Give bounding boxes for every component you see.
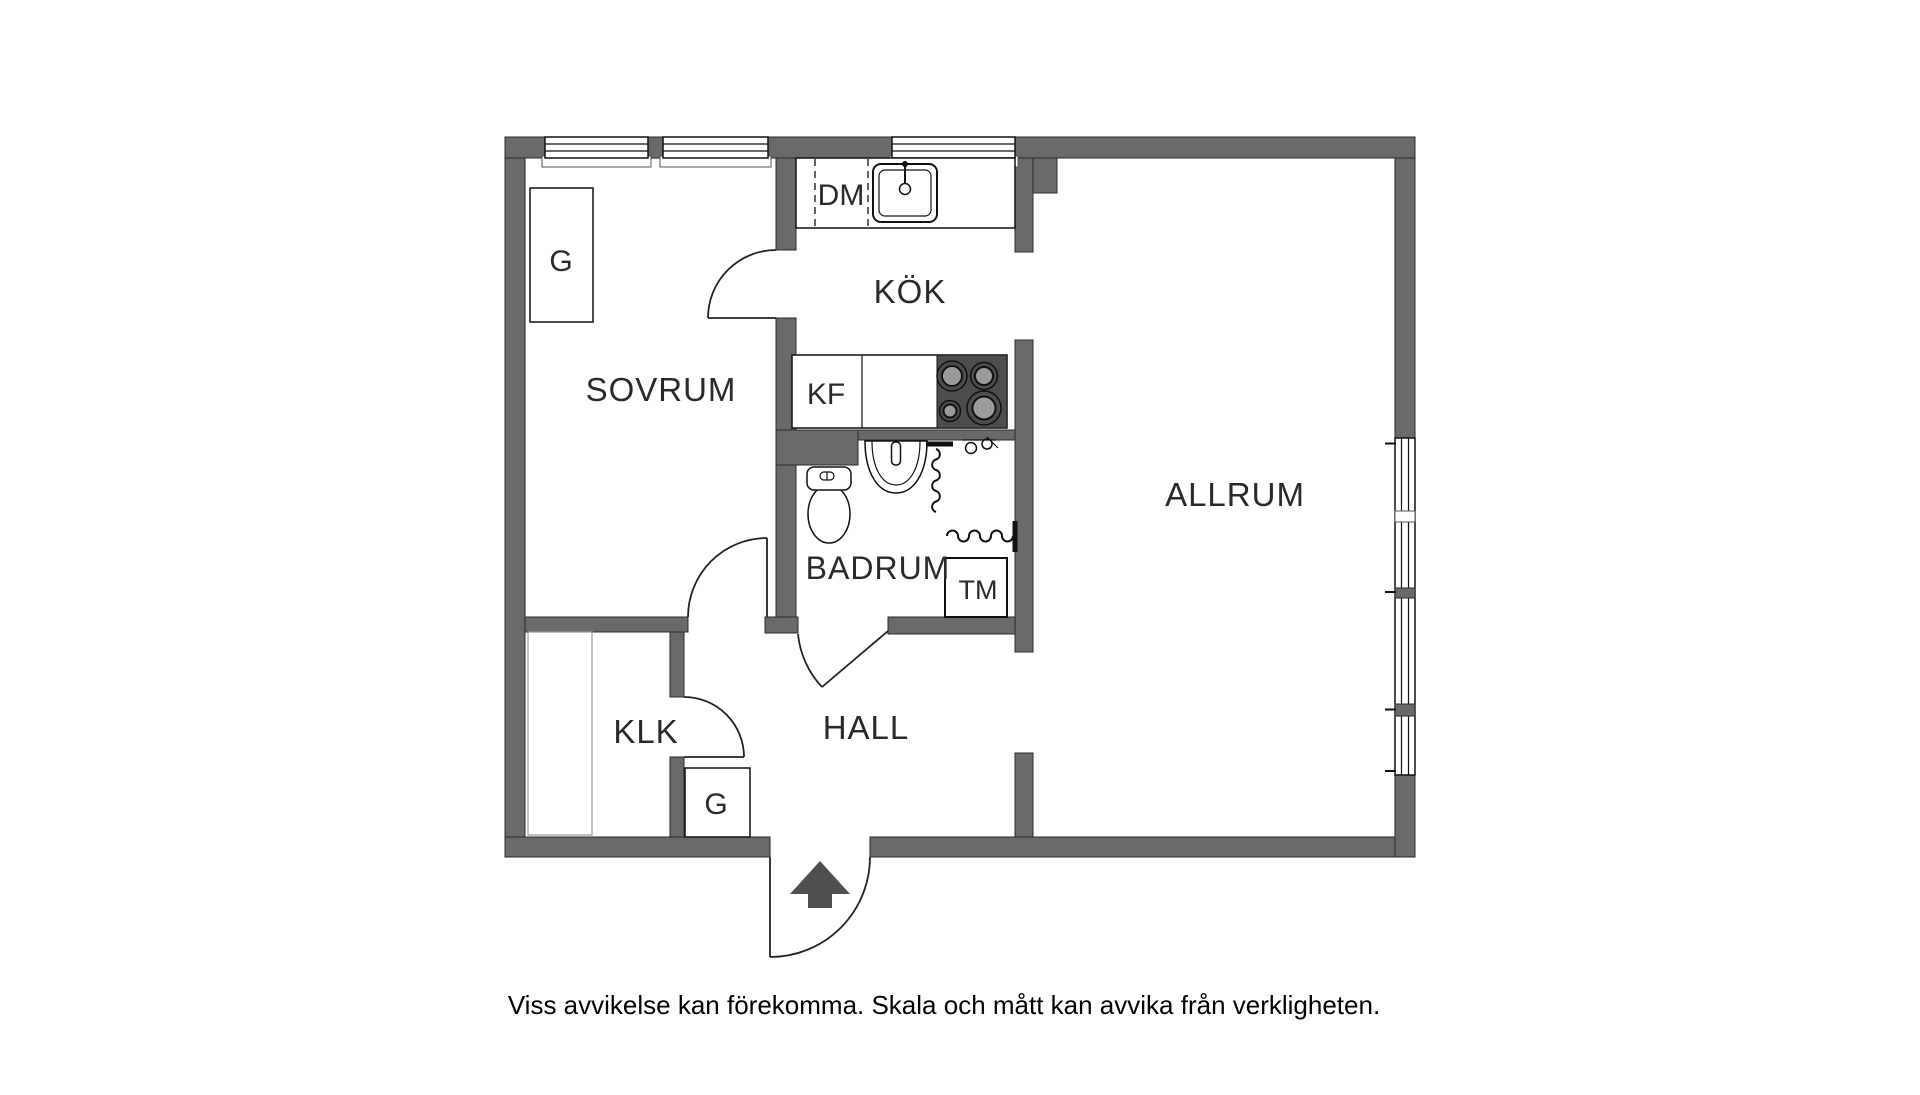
wall-badrum-foot	[764, 616, 799, 634]
window-mullion	[1394, 510, 1416, 523]
bedroom-door	[687, 537, 768, 618]
wall-badrum-bottom	[887, 616, 1016, 635]
doors	[683, 249, 889, 958]
labels: SOVRUM KÖK ALLRUM BADRUM HALL KLK G G DM…	[549, 179, 1305, 821]
window-frame	[544, 136, 649, 159]
window-frame	[662, 136, 769, 159]
door-arc	[797, 633, 823, 688]
kitchen-door	[707, 249, 777, 319]
entrance-arrow-icon	[790, 861, 850, 908]
wall-sovrum-klk	[524, 616, 689, 633]
shower-curtain-vertical	[931, 448, 941, 513]
wall-bottom-right	[869, 836, 1416, 858]
bathroom-sink-icon	[864, 440, 928, 494]
entrance-door	[769, 856, 871, 958]
bedroom-wardrobe-box	[529, 187, 594, 323]
room-label-bedroom: SOVRUM	[586, 371, 737, 408]
burner	[969, 361, 999, 391]
toilet-bowl	[807, 484, 851, 544]
walls	[504, 136, 1416, 858]
burner	[938, 399, 962, 423]
hall-wardrobe-box	[684, 767, 751, 838]
room-label-hall: HALL	[823, 709, 910, 746]
kitchen-counter-lower	[791, 354, 1008, 429]
arrow-stem	[808, 894, 832, 908]
room-label-livingroom: ALLRUM	[1165, 476, 1305, 513]
door-arc	[707, 249, 777, 319]
wall-allrum-low	[1014, 752, 1034, 838]
basin-inner	[871, 440, 921, 486]
fixture-label-bedroom-wardrobe: G	[549, 245, 572, 278]
wall-bottom-left	[504, 836, 771, 858]
door-arc	[683, 696, 745, 758]
sink-tap-dot	[902, 161, 908, 167]
fixture-label-hall-wardrobe: G	[704, 788, 727, 821]
toilet-icon	[806, 466, 852, 544]
shower-icon	[926, 436, 1018, 552]
wall-klk-hall-lower	[669, 756, 685, 838]
basin-tap	[890, 441, 902, 466]
burner	[966, 390, 1002, 426]
wall-kok-allrum-step	[1032, 157, 1058, 194]
window-mullion	[1394, 587, 1416, 599]
kitchen-counter-top	[795, 157, 1016, 229]
shower-curtain-horizontal	[946, 529, 1014, 543]
bathroom-fixtures	[806, 436, 1018, 618]
door-arc	[769, 856, 871, 958]
room-label-klk: KLK	[613, 713, 678, 750]
wall-right-top	[1394, 157, 1416, 439]
room-label-kitchen: KÖK	[874, 273, 947, 310]
shower-mixer-icon	[962, 436, 999, 455]
disclaimer-text: Viss avvikelse kan förekomma. Skala och …	[508, 990, 1380, 1020]
burner	[936, 360, 968, 392]
window-bedroom-1	[541, 136, 652, 168]
kitchen-sink-icon	[872, 161, 938, 223]
wall-sovrum-kok-upper	[775, 157, 797, 251]
fixture-label-fridge: KF	[807, 378, 845, 411]
washing-machine-box	[944, 557, 1008, 618]
stove-icon	[936, 354, 1008, 429]
arrow-head	[790, 861, 850, 894]
door-leaf	[821, 630, 889, 688]
fixtures	[527, 157, 1018, 838]
sink-drain	[898, 182, 912, 196]
bathroom-door	[797, 630, 889, 688]
klk-wardrobe-box	[527, 631, 593, 836]
wall-top-a	[504, 136, 546, 159]
wall-left	[504, 136, 526, 858]
klk-door	[683, 696, 745, 758]
wall-right-bottom	[1394, 774, 1416, 858]
wall-klk-hall-upper	[669, 631, 685, 698]
window-bedroom-2	[659, 136, 772, 168]
wall-top-pier	[647, 136, 664, 159]
fixture-label-washing-machine: TM	[959, 575, 998, 605]
wall-kok-allrum-stub	[1014, 157, 1034, 253]
fixture-label-dishwasher: DM	[818, 179, 865, 212]
wall-top-b	[767, 136, 893, 159]
door-arc	[687, 537, 768, 618]
window-frame	[891, 136, 1016, 159]
wall-allrum-mid	[1014, 339, 1034, 653]
window-mullion	[1394, 703, 1416, 717]
window-frame	[1394, 437, 1416, 776]
window-livingroom	[1385, 437, 1416, 776]
wall-kok-badrum-thick	[775, 429, 859, 466]
wall-top-c	[1014, 136, 1416, 159]
basin-outer	[864, 440, 928, 494]
room-label-bathroom: BADRUM	[806, 550, 951, 586]
